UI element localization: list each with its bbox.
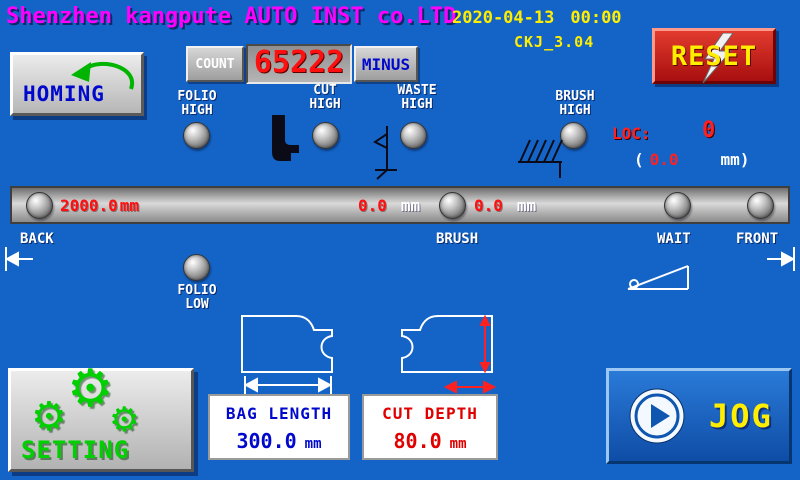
firmware-version: CKJ_3.04 (514, 33, 595, 51)
track-lamp-wait (664, 192, 691, 219)
right-limit-arrow-icon (767, 247, 796, 271)
bag-length-panel[interactable]: BAG LENGTH 300.0 mm (208, 394, 350, 460)
loc-label: LOC: (612, 124, 651, 143)
datetime: 2020-04-13 00:00 (452, 8, 622, 28)
cut-depth-value-row: 80.0 mm (364, 429, 496, 453)
loc-paren-close: ) (739, 150, 750, 169)
date-text: 2020-04-13 (452, 8, 555, 28)
company-title: Shenzhen kangpute AUTO INST co.LTD (6, 4, 457, 29)
gear-icon: ⚙ (31, 394, 67, 440)
brush-comb-icon (518, 139, 563, 178)
zone-label-wait: WAIT (657, 231, 691, 247)
cut-depth-panel[interactable]: CUT DEPTH 80.0 mm (362, 394, 498, 460)
minus-button[interactable]: MINUS (354, 46, 418, 82)
bag-length-dimension-arrow (243, 376, 333, 394)
play-icon (629, 388, 685, 444)
waste-hook-icon (373, 126, 397, 180)
jog-label: JOG (709, 397, 773, 435)
cut-depth-value: 80.0 (393, 429, 442, 453)
count-value-display: 65222 (246, 44, 352, 84)
zone-label-back: BACK (20, 231, 54, 247)
reset-button[interactable]: RESET (652, 28, 776, 84)
track-lamp-back (26, 192, 53, 219)
ramp-pedal-icon (627, 265, 689, 290)
homing-button[interactable]: HOMING (10, 52, 144, 116)
lightning-icon (702, 33, 734, 84)
left-limit-arrow-icon (4, 247, 33, 271)
gear-icon: ⚙ (67, 359, 114, 419)
time-text: 00:00 (570, 8, 622, 28)
waste-high-lamp (400, 122, 427, 149)
loc-offset-readout: (0.0 mm) (634, 150, 749, 169)
track-lamp-front (747, 192, 774, 219)
track-lamp-brush (439, 192, 466, 219)
loc-offset-value: 0.0 (649, 150, 679, 169)
homing-arrow-icon (71, 61, 135, 90)
cutter-tool-icon (272, 115, 299, 161)
setting-label: SETTING (21, 436, 130, 464)
loc-paren-open: ( (634, 150, 644, 169)
homing-label: HOMING (23, 82, 105, 106)
bag-length-value: 300.0 (236, 429, 297, 453)
loc-value: 0 (702, 118, 716, 143)
cut-depth-label: CUT DEPTH (382, 404, 478, 423)
jog-button[interactable]: JOG (606, 368, 792, 464)
folio-high-lamp (183, 122, 210, 149)
setting-button[interactable]: ⚙ ⚙ ⚙ SETTING (8, 363, 194, 472)
count-button[interactable]: COUNT (186, 46, 244, 82)
bag-shape-left-icon (241, 315, 333, 373)
bag-length-label: BAG LENGTH (225, 404, 333, 423)
bag-length-value-row: 300.0 mm (210, 429, 348, 453)
zone-label-brush: BRUSH (436, 231, 479, 247)
cut-high-lamp (312, 122, 339, 149)
zone-label-front: FRONT (736, 231, 779, 247)
folio-low-lamp (183, 254, 210, 281)
brush-high-lamp (560, 122, 587, 149)
reset-label: RESET (670, 40, 758, 72)
bag-shape-right-icon (401, 314, 493, 374)
loc-offset-unit: mm (720, 150, 740, 169)
count-button-label: COUNT (195, 56, 235, 72)
gear-icon: ⚙ (109, 400, 140, 440)
bag-length-unit: mm (304, 436, 322, 452)
minus-button-label: MINUS (361, 54, 411, 74)
cut-depth-dimension-arrow (444, 380, 496, 394)
cut-depth-unit: mm (449, 436, 467, 452)
